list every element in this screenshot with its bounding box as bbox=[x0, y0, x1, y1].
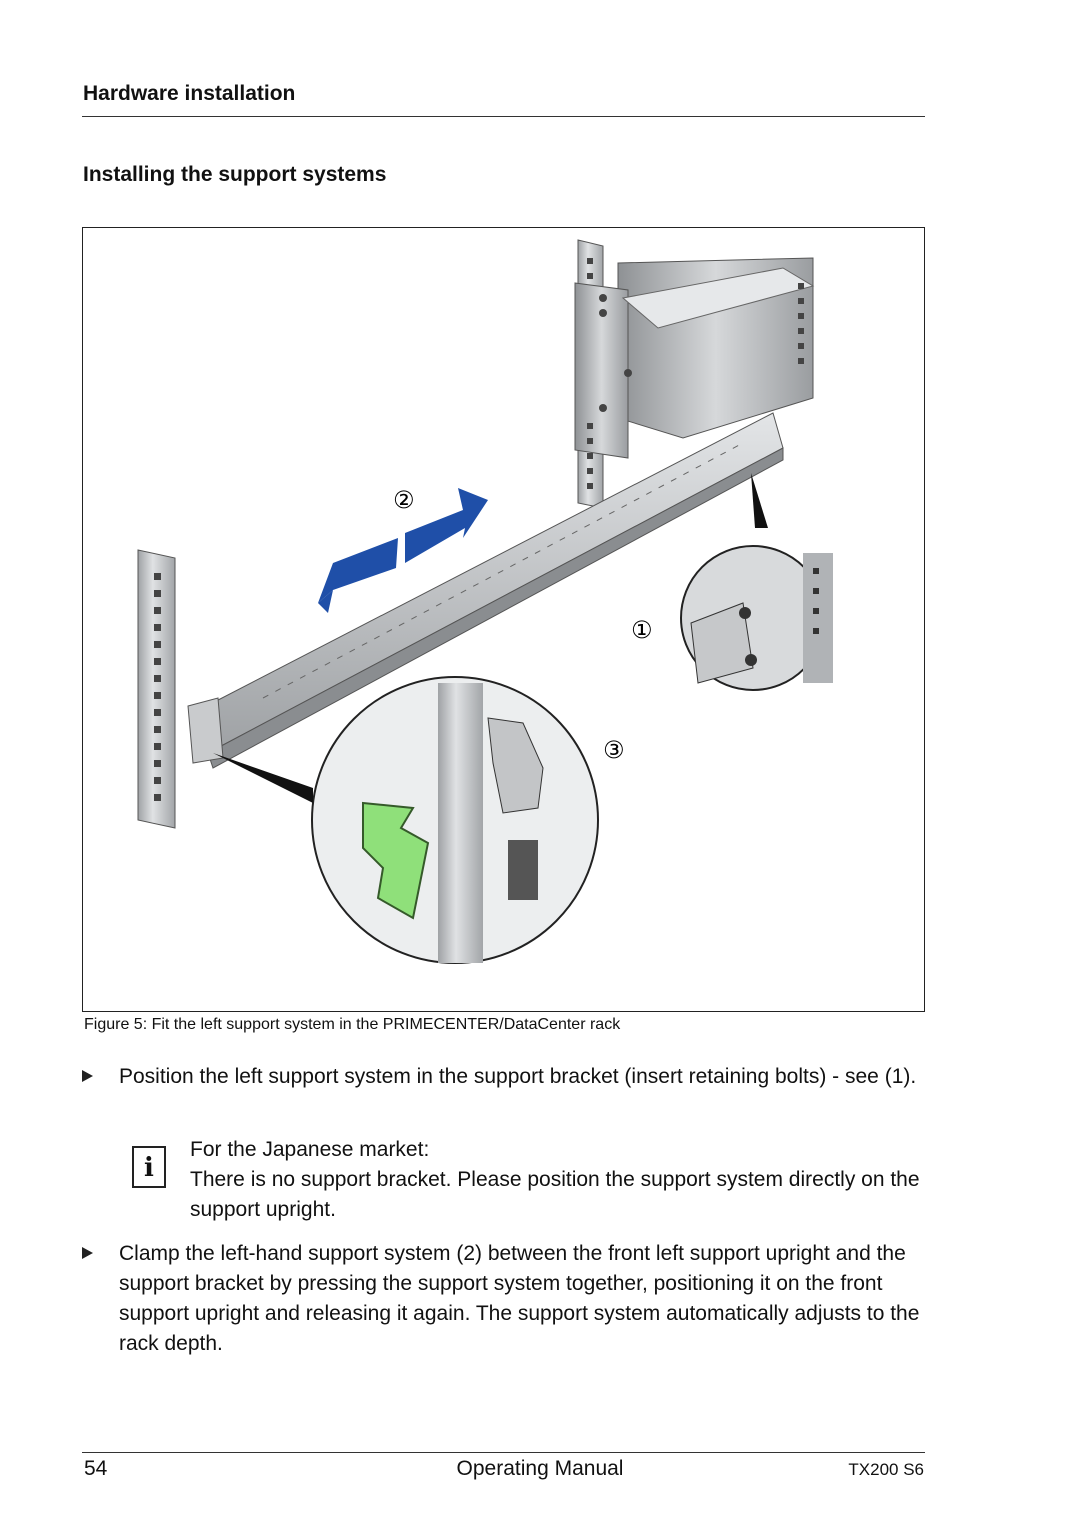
info-icon: i bbox=[132, 1146, 166, 1188]
step-text: Clamp the left-hand support system (2) b… bbox=[119, 1242, 920, 1355]
info-note: For the Japanese market: There is no sup… bbox=[190, 1135, 920, 1225]
rail-installation-illustration: ② ① ③ bbox=[137, 239, 833, 964]
detail-pointer bbox=[751, 473, 768, 528]
footer-model: TX200 S6 bbox=[848, 1460, 924, 1479]
instruction-step: Clamp the left-hand support system (2) b… bbox=[82, 1239, 927, 1359]
figure-frame: ② ① ③ bbox=[82, 227, 925, 1012]
detail-bracket-circle bbox=[680, 545, 833, 691]
slide-direction-arrows bbox=[318, 488, 488, 613]
page-number: 54 bbox=[84, 1457, 108, 1480]
info-note-heading: For the Japanese market: bbox=[190, 1138, 430, 1161]
footer-title: Operating Manual bbox=[456, 1457, 624, 1480]
section-title: Hardware installation bbox=[83, 82, 296, 105]
header-rule bbox=[82, 116, 925, 117]
figure-caption: Figure 5: Fit the left support system in… bbox=[84, 1016, 621, 1033]
instruction-step: Position the left support system in the … bbox=[82, 1062, 927, 1092]
callout-3: ③ bbox=[603, 736, 625, 764]
bullet-arrow-icon bbox=[82, 1070, 93, 1082]
callout-2: ② bbox=[393, 486, 415, 514]
footer-rule bbox=[82, 1452, 925, 1453]
info-note-body: There is no support bracket. Please posi… bbox=[190, 1168, 920, 1221]
bullet-arrow-icon bbox=[82, 1247, 93, 1259]
rear-upright bbox=[574, 239, 815, 509]
support-rail bbox=[187, 412, 784, 769]
subsection-title: Installing the support systems bbox=[83, 163, 387, 186]
callout-1: ① bbox=[631, 616, 653, 644]
detail-pointer bbox=[213, 753, 313, 803]
detail-clip-circle bbox=[311, 676, 599, 964]
step-text: Position the left support system in the … bbox=[119, 1065, 917, 1088]
front-upright bbox=[137, 549, 176, 829]
